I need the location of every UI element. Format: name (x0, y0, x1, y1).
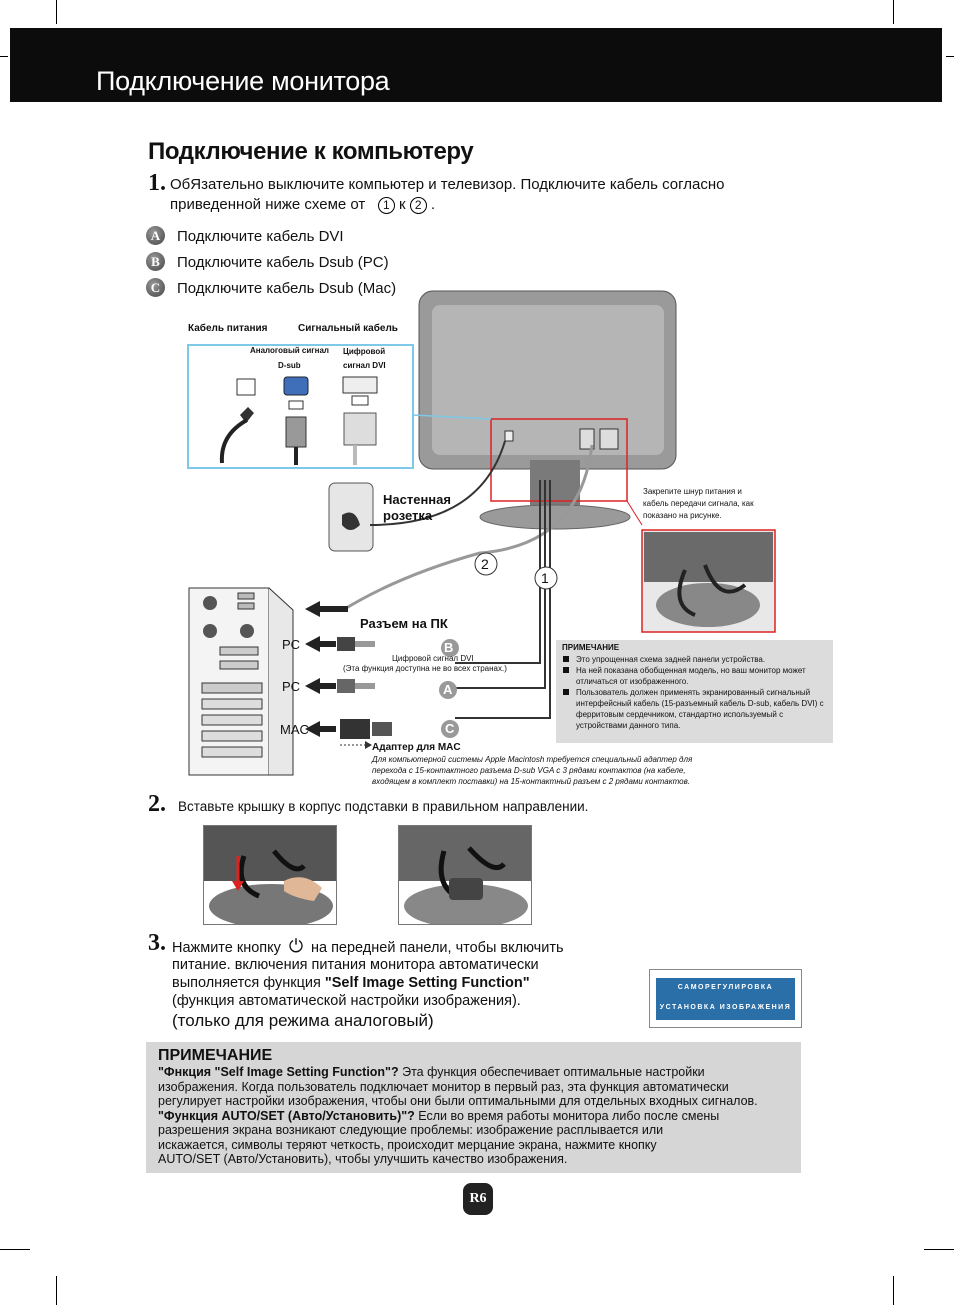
step3-line1-a: Нажмите кнопку (172, 940, 281, 956)
step1-middle: к (398, 196, 406, 213)
step3-line1: Нажмите кнопку ⏻ на передней панели, что… (172, 937, 564, 957)
osd-line1: САМОРЕГУЛИРОВКА (677, 984, 774, 991)
step1-item-a: Подключите кабель DVI (177, 228, 344, 245)
diagram-note: ПРИМЕЧАНИЕ Это упрощенная схема задней п… (556, 640, 833, 743)
bottom-note-p6: искажается, символы теряют четкость, про… (158, 1137, 657, 1152)
bottom-note-p1-bold: "Фнкция "Self Image Setting Function"? (158, 1065, 399, 1079)
label-digital-line2: сигнал DVI (343, 361, 386, 370)
step1-line2: приведенной ниже схеме от 1 к 2 . (170, 195, 435, 215)
step3-number: 3. (148, 930, 166, 956)
label-pc-connector: Разъем на ПК (360, 616, 448, 631)
page-number: R6 (463, 1183, 493, 1215)
label-signal-cable: Сигнальный кабель (298, 323, 398, 334)
ports-highlight (490, 418, 628, 502)
badge-a: A (146, 226, 165, 245)
badge-c: C (146, 278, 165, 297)
fix-cable-line3: показано на рисунке. (643, 511, 722, 520)
step1-line2-prefix: приведенной ниже схеме от (170, 196, 366, 213)
step1-number: 1. (148, 170, 166, 196)
label-mac: MAC (280, 722, 309, 737)
diagram-note-title: ПРИМЕЧАНИЕ (562, 643, 620, 652)
bottom-note-p2: изображения. Когда пользователь подключа… (158, 1079, 729, 1094)
crop-mark (56, 0, 57, 24)
label-dvi-note: (Эта функция доступна не во всех странах… (343, 664, 507, 673)
crop-mark (893, 1276, 894, 1305)
crop-mark (924, 1249, 954, 1250)
bottom-note-p7: AUTO/SET (Авто/Установить), чтобы улучши… (158, 1152, 568, 1166)
stand-cover-photo-1 (203, 825, 337, 925)
connection-diagram (187, 290, 776, 776)
crop-mark (0, 56, 8, 57)
label-analog-line1: Аналоговый сигнал (250, 346, 329, 355)
bottom-note-p4: "Функция AUTO/SET (Авто/Установить)"? Ес… (158, 1109, 789, 1124)
bottom-note-p5: разрешения экрана возникают следующие пр… (158, 1123, 664, 1137)
step2-text: Вставьте крышку в корпус подставки в пра… (178, 799, 589, 814)
step3-line5: (только для режима аналоговый) (172, 1011, 434, 1030)
step1-item-c: Подключите кабель Dsub (Mac) (177, 280, 397, 297)
label-wall-outlet-line1: Настенная (383, 492, 451, 507)
step1-to: 2 (409, 196, 427, 214)
badge-b: B (146, 252, 165, 271)
header-title: Подключение монитора (96, 66, 390, 96)
step3-line4: (функция автоматической настройки изобра… (172, 993, 521, 1009)
osd-panel: САМОРЕГУЛИРОВКА УСТАНОВКА ИЗОБРАЖЕНИЯ (656, 978, 795, 1020)
crop-mark (893, 0, 894, 24)
step3-line2: питание. включения питания монитора авто… (172, 957, 539, 973)
bottom-note-p3: регулирует настройки изображения, чтобы … (158, 1094, 758, 1108)
mac-adapter-line3: входящем в комплект поставки) на 15-конт… (372, 777, 690, 786)
diagram-note-item: На ней показана обобщенная модель, но ва… (562, 665, 827, 687)
bottom-note-p1-text: Эта функция обеспечивает оптимальные нас… (398, 1065, 705, 1079)
diagram-note-item: Пользователь должен применять экранирова… (562, 687, 827, 731)
crop-mark (0, 1249, 30, 1250)
crop-mark (946, 56, 954, 57)
mac-adapter-title: Адаптер для MAC (372, 742, 461, 753)
label-digital-line1: Цифровой (343, 347, 386, 356)
letter-b: B (444, 640, 454, 655)
step3-line3-b: "Self Image Setting Function" (324, 975, 530, 991)
bottom-note-title: ПРИМЕЧАНИЕ (158, 1047, 273, 1064)
label-pc1: PC (282, 637, 301, 652)
label-power-cable: Кабель питания (188, 323, 268, 334)
osd-line2: УСТАНОВКА ИЗОБРАЖЕНИЯ (659, 1004, 792, 1011)
step1-from: 1 (377, 196, 395, 214)
label-analog-line2: D-sub (278, 361, 301, 370)
bottom-note-p4-bold: "Функция AUTO/SET (Авто/Установить)"? (158, 1108, 415, 1123)
mac-adapter-line2: перехода с 15-контактного разъема D-sub … (372, 766, 686, 775)
diagram-note-item: Это упрощенная схема задней панели устро… (562, 654, 827, 665)
label-wall-outlet-line2: розетка (383, 508, 433, 523)
fix-cable-line1: Закрепите шнур питания и (643, 487, 742, 496)
bottom-note: ПРИМЕЧАНИЕ "Фнкция "Self Image Setting F… (146, 1042, 801, 1173)
label-digital-dvi: Цифровой сигнал DVI (392, 654, 474, 663)
power-icon: ⏻ (288, 936, 304, 956)
header-bar (10, 28, 942, 102)
pc-tower (188, 587, 270, 776)
bottom-note-p1: "Фнкция "Self Image Setting Function"? Э… (158, 1065, 789, 1080)
step1-line1: ОбЯзательно выключите компьютер и телеви… (170, 176, 725, 193)
step2-number: 2. (148, 791, 166, 817)
crop-mark (56, 1276, 57, 1305)
stand-cover-photo-2 (398, 825, 532, 925)
step3-line3-a: выполняется функция (172, 975, 325, 991)
step3-line3: выполняется функция "Self Image Setting … (172, 974, 530, 992)
section-title: Подключение к компьютеру (148, 138, 474, 165)
letter-c: C (445, 721, 455, 736)
step3-line1-b: на передней панели, чтобы включить (310, 940, 564, 956)
letter-a: A (443, 682, 453, 697)
label-pc2: PC (282, 679, 301, 694)
step1-item-b: Подключите кабель Dsub (PC) (177, 254, 389, 271)
osd-preview: САМОРЕГУЛИРОВКА УСТАНОВКА ИЗОБРАЖЕНИЯ (649, 969, 802, 1028)
mac-adapter-line1: Для компьютерной системы Apple Macintosh… (372, 755, 693, 764)
step1-suffix: . (430, 196, 436, 213)
fix-cable-line2: кабель передачи сигнала, как (643, 499, 754, 508)
callout-2: 2 (481, 556, 489, 572)
bottom-note-p4-text: Если во время работы монитора либо после… (414, 1108, 720, 1123)
callout-1: 1 (541, 570, 549, 586)
